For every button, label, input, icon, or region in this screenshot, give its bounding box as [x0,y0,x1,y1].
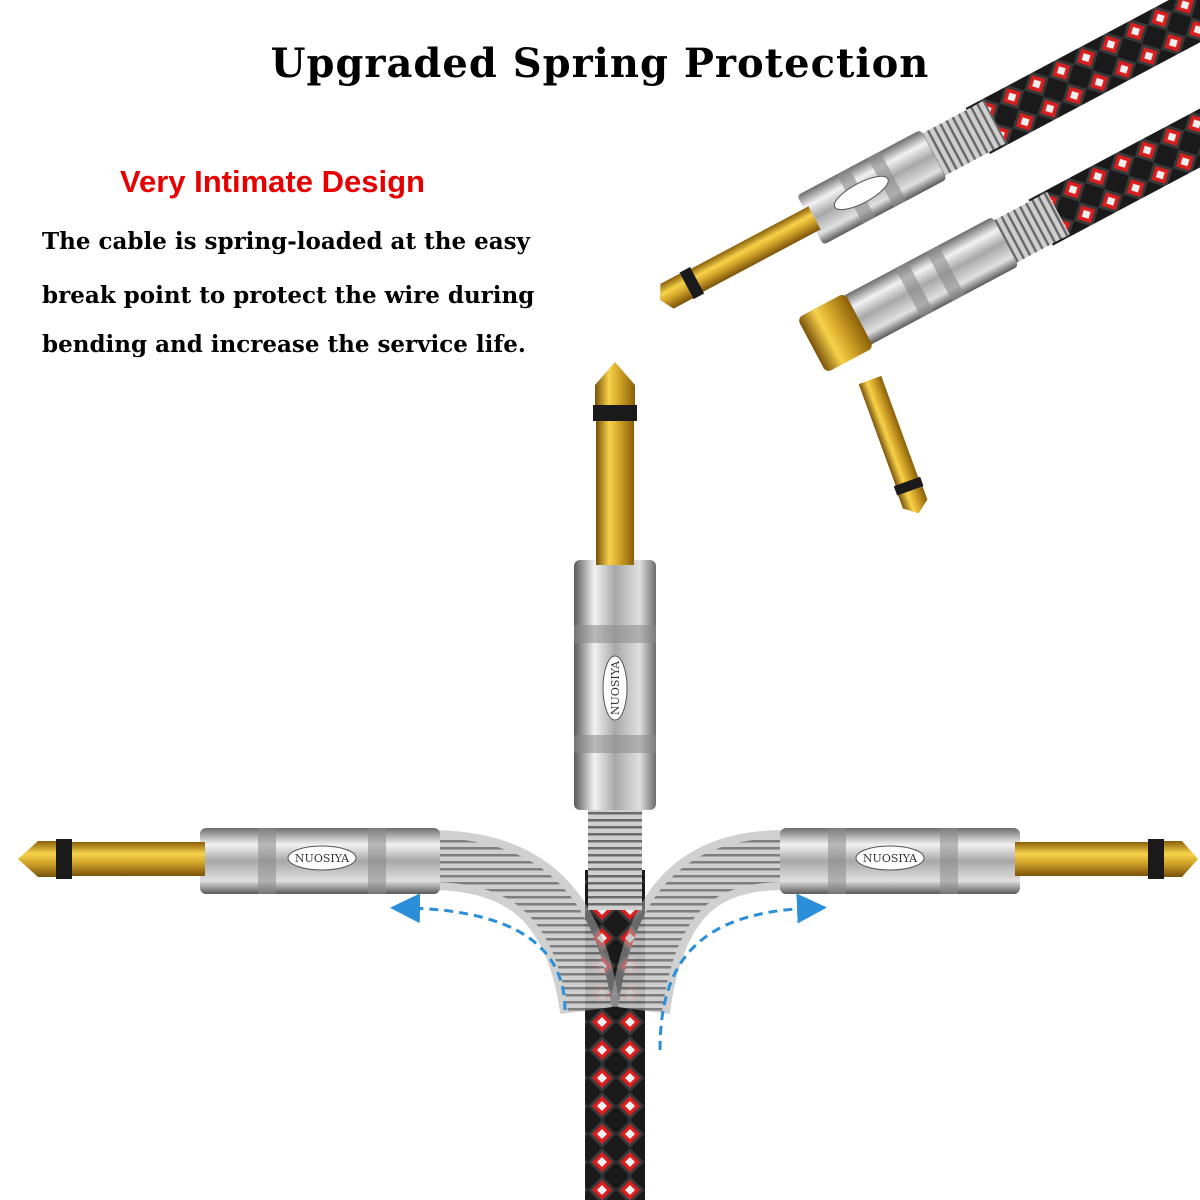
left-brand-label: NUOSIYA [295,852,350,865]
straight-jack-plug-icon [660,0,1200,309]
bend-arrow-icon [390,893,567,1011]
description-line-2: break point to protect the wire during [42,282,535,309]
page-title: Upgraded Spring Protection [270,40,930,87]
right-bent-cable [610,830,786,1015]
center-brand-label: NUOSIYA [609,660,622,715]
center-spring [588,810,642,910]
right-brand-label: NUOSIYA [863,852,918,865]
feature-subtitle: Very Intimate Design [120,164,425,199]
straight-jack-plug-icon: NUOSIYA [18,828,440,894]
straight-jack-plug-icon: NUOSIYA [574,362,656,810]
bend-arrow-icon [658,893,827,1051]
left-bent-cable [429,830,620,1015]
right-angle-jack-plug-icon [799,58,1200,514]
description-line-3: bending and increase the service life. [42,331,526,358]
description-line-1: The cable is spring-loaded at the easy [42,228,530,255]
straight-jack-plug-icon: NUOSIYA [780,828,1198,894]
